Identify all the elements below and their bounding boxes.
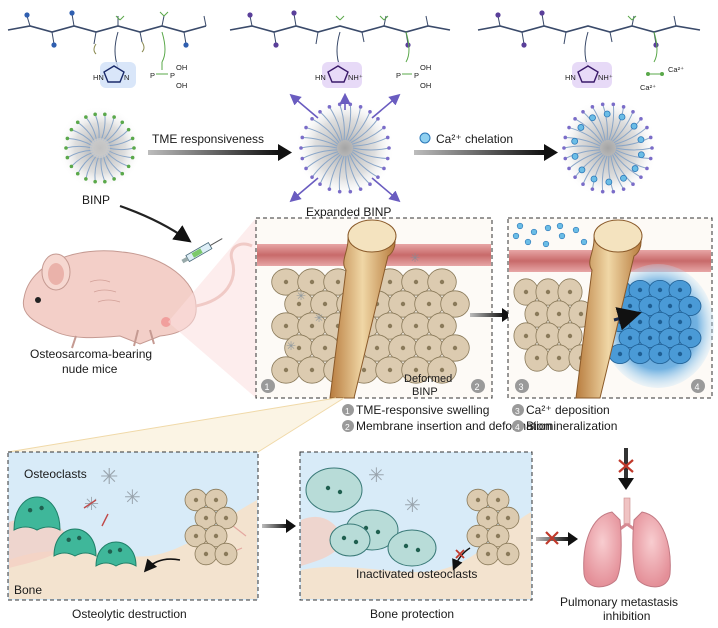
step2-text: Membrane insertion and deformation (356, 419, 552, 433)
step3-text: Ca²⁺ deposition (526, 403, 610, 417)
chem-ca-2: Ca²⁺ (640, 83, 656, 92)
step-list-1: 1 TME-responsive swelling 2 Membrane ins… (342, 403, 552, 433)
syringe-icon (181, 238, 223, 264)
step1-num: 1 (345, 406, 350, 416)
svg-text:✳: ✳ (404, 495, 421, 517)
panel1-num-2: 2 (475, 382, 480, 392)
caption-lung-line2: inhibition (603, 609, 650, 623)
label-ca-chelation: Ca²⁺ chelation (436, 132, 513, 146)
svg-text:✳: ✳ (296, 289, 306, 303)
arrow-down-blocked (618, 448, 634, 490)
polymer-chain-2 (229, 10, 451, 68)
svg-text:✳: ✳ (314, 311, 324, 325)
mouse-illustration (22, 242, 253, 349)
chem-n-1: N (124, 73, 129, 82)
svg-text:✳: ✳ (286, 339, 296, 353)
imidazole-neutral: HN N (93, 62, 136, 88)
chem-ca-1: Ca²⁺ (668, 65, 684, 74)
label-tme-responsiveness: TME responsiveness (152, 132, 264, 146)
panel2-num-4: 4 (695, 382, 700, 392)
lungs-illustration (583, 497, 671, 588)
step3-num: 3 (515, 406, 520, 416)
ca-chelated-nanoparticle (558, 98, 658, 198)
expanded-binp-nanoparticle (289, 92, 401, 203)
step2-num: 2 (345, 422, 350, 432)
step4-text: Biomineralization (526, 419, 617, 433)
label-mice-line1: Osteosarcoma-bearing (30, 347, 152, 361)
chem-oh-2: OH (176, 81, 187, 90)
chem-nh-3: NH⁺ (598, 73, 613, 82)
caption-lung-line1: Pulmonary metastasis (560, 595, 678, 609)
tumor-panel-1: ✳ ✳ ✳ ✳ 1 2 (255, 217, 493, 399)
imidazole-protonated-2: HN NH⁺ (565, 62, 613, 88)
chem-hn-3: HN (565, 73, 576, 82)
chem-p-d: P (414, 71, 419, 80)
chem-hn-2: HN (315, 73, 326, 82)
imidazole-protonated-1: HN NH⁺ (315, 62, 363, 88)
bisphosphonate-ca: Ca²⁺ Ca²⁺ (640, 65, 684, 92)
ca-ion-icon (419, 132, 431, 144)
label-inactivated-osteoclasts: Inactivated osteoclasts (356, 567, 477, 581)
label-deformed-binp: BINP (412, 386, 438, 398)
svg-text:✳: ✳ (84, 494, 99, 514)
arrow-tme (148, 144, 292, 161)
chem-p-c: P (396, 71, 401, 80)
svg-text:✳: ✳ (410, 251, 420, 265)
chem-oh-1: OH (176, 63, 187, 72)
arrow-bone (262, 519, 296, 533)
arrow-lung-blocked (536, 531, 578, 546)
tumor-panel-2: 3 4 (507, 217, 714, 399)
step4-num: 4 (515, 422, 520, 432)
svg-text:✳: ✳ (368, 465, 385, 487)
step1-text: TME-responsive swelling (356, 403, 489, 417)
svg-text:✳: ✳ (124, 487, 141, 509)
chem-oh-3: OH (420, 63, 431, 72)
chem-p-a: P (150, 71, 155, 80)
label-deformed: Deformed (404, 373, 452, 385)
svg-text:✳: ✳ (100, 464, 118, 489)
label-bone: Bone (14, 583, 42, 597)
panel1-num-1: 1 (265, 382, 270, 392)
binp-nanoparticle (58, 106, 142, 190)
bone-panel-1: ✳ ✳ ✳ (7, 451, 259, 601)
arrow-ca-chelation (414, 144, 558, 161)
caption-osteolytic: Osteolytic destruction (72, 607, 187, 621)
label-binp: BINP (82, 193, 110, 207)
arrow-injection (119, 204, 192, 243)
panel2-num-3: 3 (519, 382, 524, 392)
caption-bone-protection: Bone protection (370, 607, 454, 621)
chem-nh-2: NH⁺ (348, 73, 363, 82)
polymer-chain-3 (477, 10, 701, 68)
label-expanded-binp: Expanded BINP (306, 205, 391, 219)
bone-panel-2: ✳ ✳ (299, 451, 533, 601)
chem-p-b: P (170, 71, 175, 80)
arrow-tumor (470, 308, 512, 322)
chem-oh-4: OH (420, 81, 431, 90)
chem-hn-1: HN (93, 73, 104, 82)
label-mice-line2: nude mice (62, 362, 118, 376)
step-list-2: 3 Ca²⁺ deposition 4 Biomineralization (512, 403, 617, 433)
bisphosphonate-1: P P OH OH (150, 62, 187, 90)
zoom-cone (168, 218, 256, 398)
polymer-chain-1 (7, 10, 207, 68)
label-osteoclasts: Osteoclasts (24, 467, 87, 481)
bisphosphonate-2: P P OH OH (396, 63, 431, 90)
